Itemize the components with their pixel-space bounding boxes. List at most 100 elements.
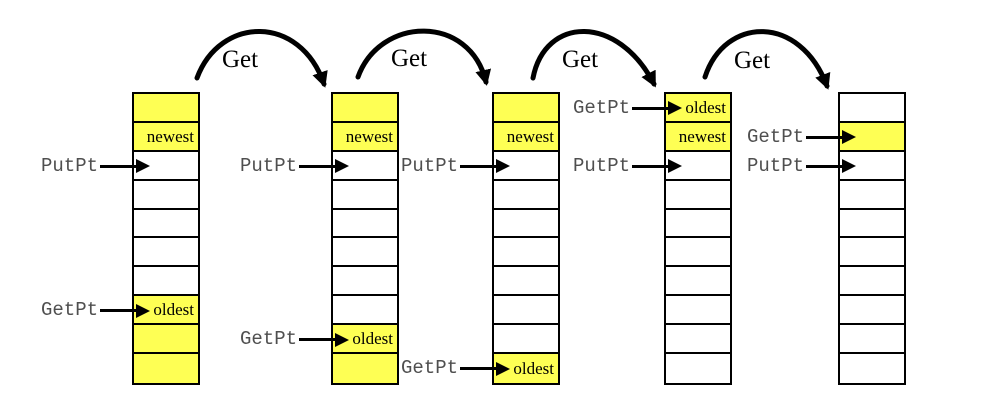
cell-label-oldest: oldest (153, 300, 194, 320)
cell-label-oldest: oldest (513, 358, 554, 378)
cell-label-newest: newest (506, 126, 554, 146)
pointer-arrow-line (460, 367, 496, 371)
arrow-right-icon (496, 159, 510, 174)
pointer-arrow-line (806, 164, 842, 168)
get-arrow-label-1: Get (222, 46, 259, 73)
buffer-cell-filled: newest (134, 122, 198, 152)
pointer-label: PutPt (746, 154, 804, 177)
pointer-label: GetPt (572, 96, 630, 119)
pointer-arrow-line (299, 164, 335, 168)
buffer-cell-empty (840, 238, 904, 268)
pointer-label: PutPt (572, 154, 630, 177)
arrow-right-icon (668, 101, 682, 116)
get-arrow-arc-4 (702, 29, 831, 90)
buffer-cell-empty (840, 267, 904, 297)
buffer-cell-empty (494, 180, 558, 210)
cell-label-newest: newest (345, 126, 393, 146)
arrow-right-icon (136, 159, 150, 174)
pointer-label: GetPt (40, 299, 98, 322)
buffer-cell-empty (494, 267, 558, 297)
getpt-pointer: GetPt (724, 123, 856, 151)
buffer-cell-empty (666, 180, 730, 210)
buffer-cell-empty (840, 354, 904, 383)
buffer-cell-filled: oldest (134, 296, 198, 326)
buffer-cell-empty (840, 94, 904, 123)
buffer-cell-empty (494, 325, 558, 355)
pointer-label: GetPt (746, 125, 804, 148)
buffer-cell-empty (666, 354, 730, 383)
buffer-cell-empty (494, 209, 558, 239)
cell-label-oldest: oldest (352, 329, 393, 349)
pointer-arrow-line (100, 164, 136, 168)
buffer-cell-empty (333, 180, 397, 210)
arrow-right-icon (335, 332, 349, 347)
arrow-right-icon (496, 361, 510, 376)
pointer-label: PutPt (40, 154, 98, 177)
buffer-cell-empty (840, 296, 904, 326)
buffer-array-5 (838, 92, 906, 385)
get-arrow-label-2: Get (391, 45, 428, 72)
buffer-cell-filled: newest (494, 122, 558, 152)
putpt-pointer: PutPt (550, 152, 682, 180)
buffer-array-4: oldest newest (664, 92, 732, 385)
get-arrow-label-3: Get (562, 46, 599, 73)
putpt-pointer: PutPt (18, 152, 150, 180)
buffer-cell-filled (134, 354, 198, 383)
pointer-arrow-line (460, 164, 496, 168)
buffer-cell-empty (840, 209, 904, 239)
pointer-arrow-line (806, 135, 842, 139)
putpt-pointer: PutPt (378, 152, 510, 180)
buffer-cell-empty (840, 325, 904, 355)
pointer-arrow-line (100, 309, 136, 313)
getpt-pointer: GetPt (18, 297, 150, 325)
get-arrow-label-4: Get (734, 47, 771, 74)
pointer-arrow-line (632, 106, 668, 110)
getpt-pointer: GetPt (378, 355, 510, 383)
get-arrow-arc-1 (194, 29, 328, 88)
buffer-cell-filled (134, 325, 198, 355)
buffer-cell-filled (333, 94, 397, 123)
buffer-cell-empty (134, 180, 198, 210)
cell-label-newest: newest (146, 126, 194, 146)
buffer-cell-empty (666, 296, 730, 326)
putpt-pointer: PutPt (724, 152, 856, 180)
buffer-cell-filled: oldest (333, 325, 397, 355)
arrow-right-icon (136, 303, 150, 318)
cell-label-newest: newest (678, 126, 726, 146)
buffer-cell-empty (333, 209, 397, 239)
buffer-array-1: newest oldest (132, 92, 200, 385)
pointer-label: PutPt (239, 154, 297, 177)
buffer-cell-filled (333, 354, 397, 383)
buffer-cell-empty (840, 180, 904, 210)
pointer-arrow-line (299, 338, 335, 342)
buffer-cell-filled (134, 94, 198, 123)
buffer-cell-empty (134, 267, 198, 297)
get-arrow-arc-3 (530, 29, 657, 88)
buffer-cell-empty (134, 209, 198, 239)
buffer-cell-empty (666, 209, 730, 239)
pointer-label: GetPt (239, 328, 297, 351)
buffer-cell-empty (666, 267, 730, 297)
buffer-cell-empty (134, 151, 198, 181)
buffer-cell-empty (666, 325, 730, 355)
buffer-cell-empty (333, 267, 397, 297)
buffer-cell-filled (494, 94, 558, 123)
putpt-pointer: PutPt (217, 152, 349, 180)
pointer-arrow-line (632, 164, 668, 168)
cell-label-oldest: oldest (685, 97, 726, 117)
arrow-right-icon (842, 159, 856, 174)
getpt-pointer: GetPt (550, 94, 682, 122)
arrow-right-icon (842, 130, 856, 145)
getpt-pointer: GetPt (217, 326, 349, 354)
arrow-right-icon (668, 159, 682, 174)
buffer-cell-filled: newest (666, 122, 730, 152)
buffer-cell-empty (333, 296, 397, 326)
buffer-array-2: newest oldest (331, 92, 399, 385)
buffer-cell-empty (494, 296, 558, 326)
pointer-label: GetPt (400, 357, 458, 380)
buffer-cell-empty (134, 238, 198, 268)
get-arrow-arc-2 (355, 28, 492, 86)
buffer-array-3: newest oldest (492, 92, 560, 385)
